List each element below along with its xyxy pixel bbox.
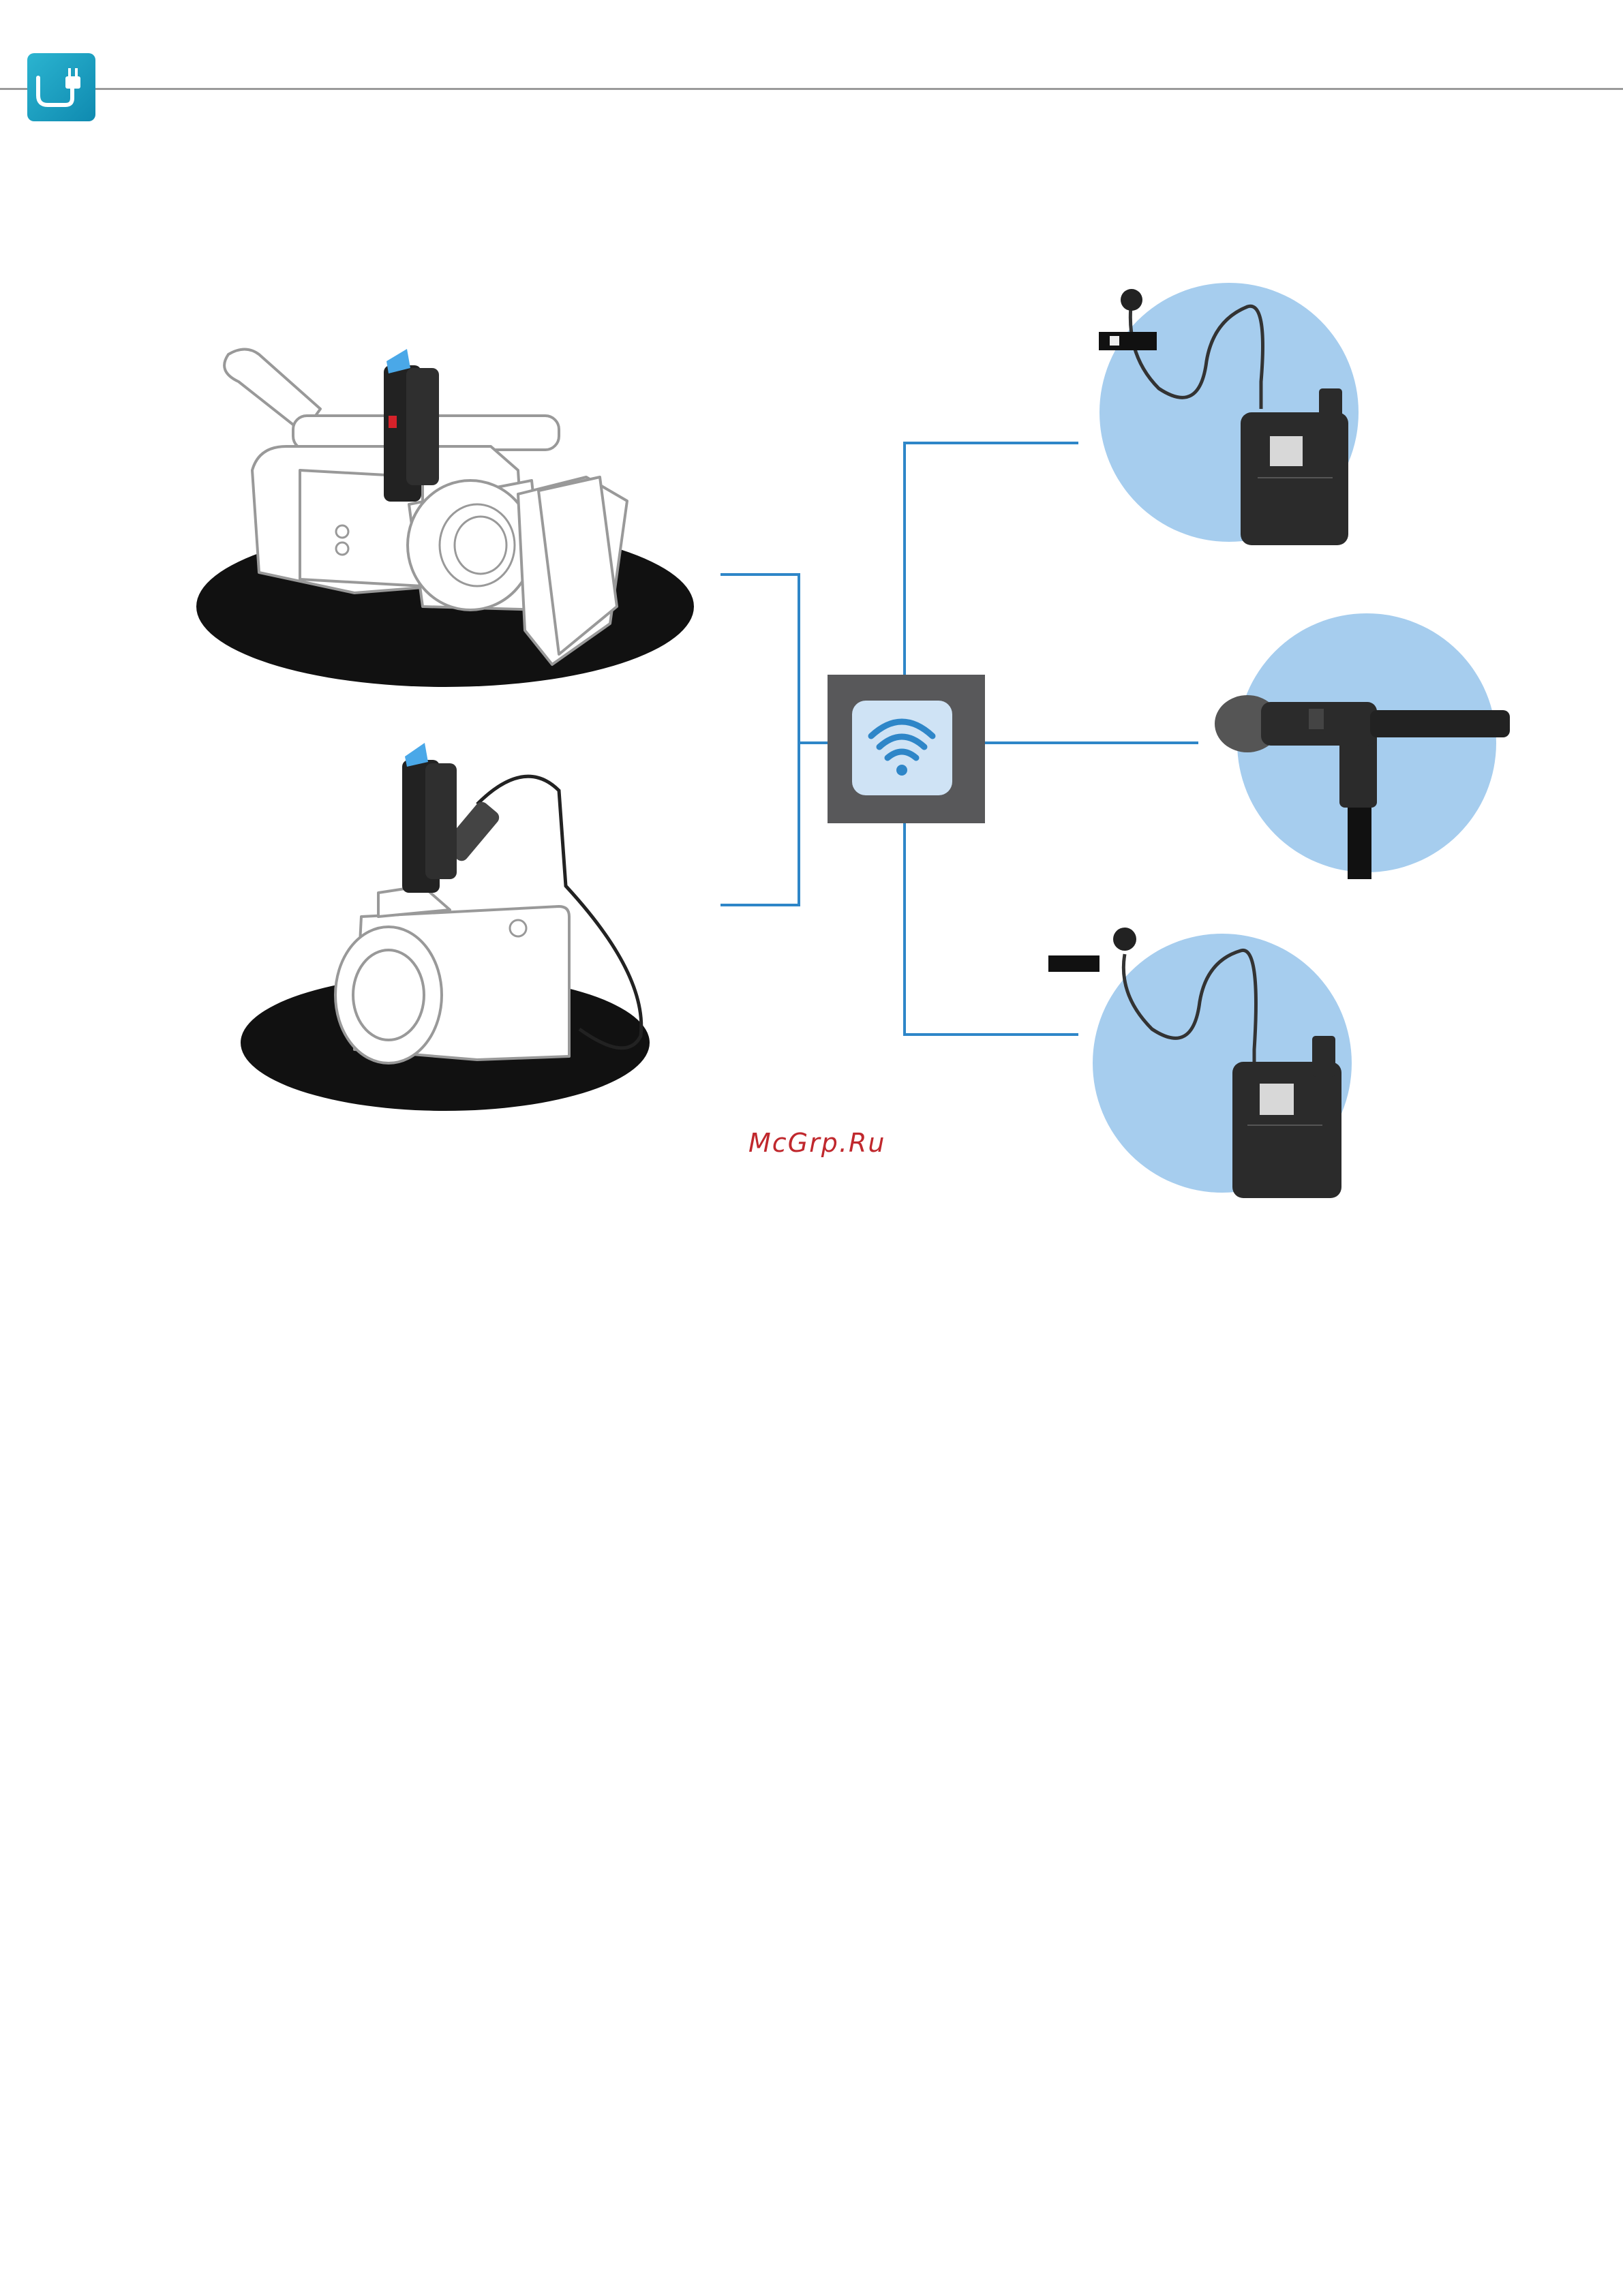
bodypack-with-clip-lavalier-icon xyxy=(1099,283,1359,545)
wireless-hub xyxy=(828,675,985,823)
bodypack-with-lavalier-icon xyxy=(1048,928,1352,1198)
camcorder-with-receiver-icon xyxy=(196,349,694,687)
watermark: McGrp.Ru xyxy=(748,1128,885,1158)
dslr-camera-with-receiver-icon xyxy=(241,743,650,1111)
handheld-microphone-on-stand-icon xyxy=(1215,613,1510,879)
